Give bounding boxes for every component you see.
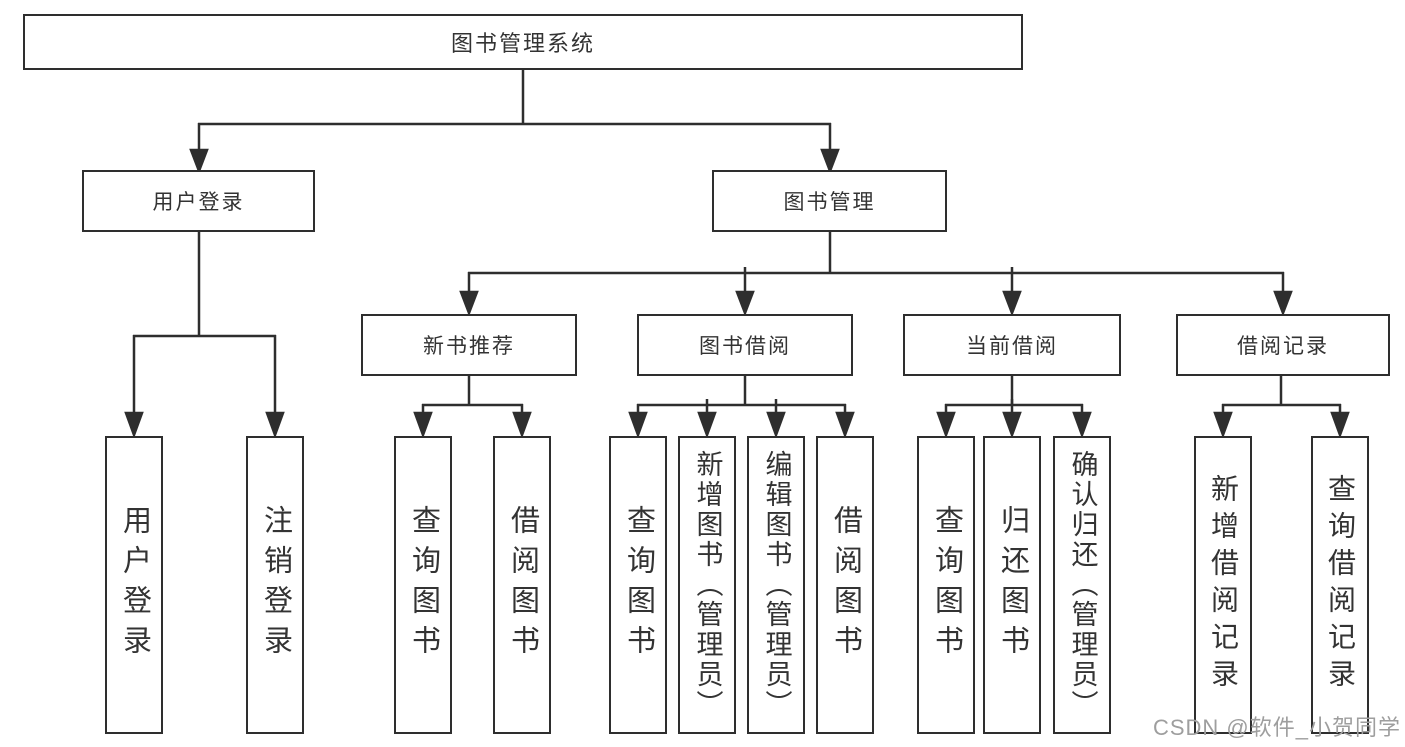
node-current-borrow: 当前借阅 <box>903 314 1121 376</box>
leaf-confirm-return-admin: 确认归还（管理员） <box>1053 436 1111 734</box>
leaf-query-books-borrow: 查询图书 <box>609 436 667 734</box>
leaf-query-books-recommend: 查询图书 <box>394 436 452 734</box>
leaf-borrow-books-recommend: 借阅图书 <box>493 436 551 734</box>
node-book-management: 图书管理 <box>712 170 947 232</box>
leaf-logout: 注销登录 <box>246 436 304 734</box>
node-user-login: 用户登录 <box>82 170 315 232</box>
leaf-edit-book-admin: 编辑图书（管理员） <box>747 436 805 734</box>
node-book-management-label: 图书管理 <box>783 191 876 214</box>
node-new-book-recommend-label: 新书推荐 <box>423 335 515 358</box>
leaf-add-borrow-record: 新增借阅记录 <box>1194 436 1252 734</box>
leaf-add-book-admin: 新增图书（管理员） <box>678 436 736 734</box>
node-current-borrow-label: 当前借阅 <box>966 335 1058 358</box>
node-root-label: 图书管理系统 <box>450 31 595 56</box>
node-book-borrow: 图书借阅 <box>637 314 853 376</box>
leaf-return-book: 归还图书 <box>983 436 1041 734</box>
watermark: CSDN @软件_小贺同学 <box>1152 715 1401 740</box>
leaf-query-borrow-record: 查询借阅记录 <box>1311 436 1369 734</box>
node-new-book-recommend: 新书推荐 <box>361 314 577 376</box>
node-borrow-records: 借阅记录 <box>1176 314 1390 376</box>
node-book-borrow-label: 图书借阅 <box>699 335 791 358</box>
leaf-query-books-current: 查询图书 <box>917 436 975 734</box>
leaf-borrow-books: 借阅图书 <box>816 436 874 734</box>
node-root: 图书管理系统 <box>23 14 1023 70</box>
leaf-user-login: 用户登录 <box>105 436 163 734</box>
node-user-login-label: 用户登录 <box>152 191 245 214</box>
node-borrow-records-label: 借阅记录 <box>1237 335 1329 358</box>
